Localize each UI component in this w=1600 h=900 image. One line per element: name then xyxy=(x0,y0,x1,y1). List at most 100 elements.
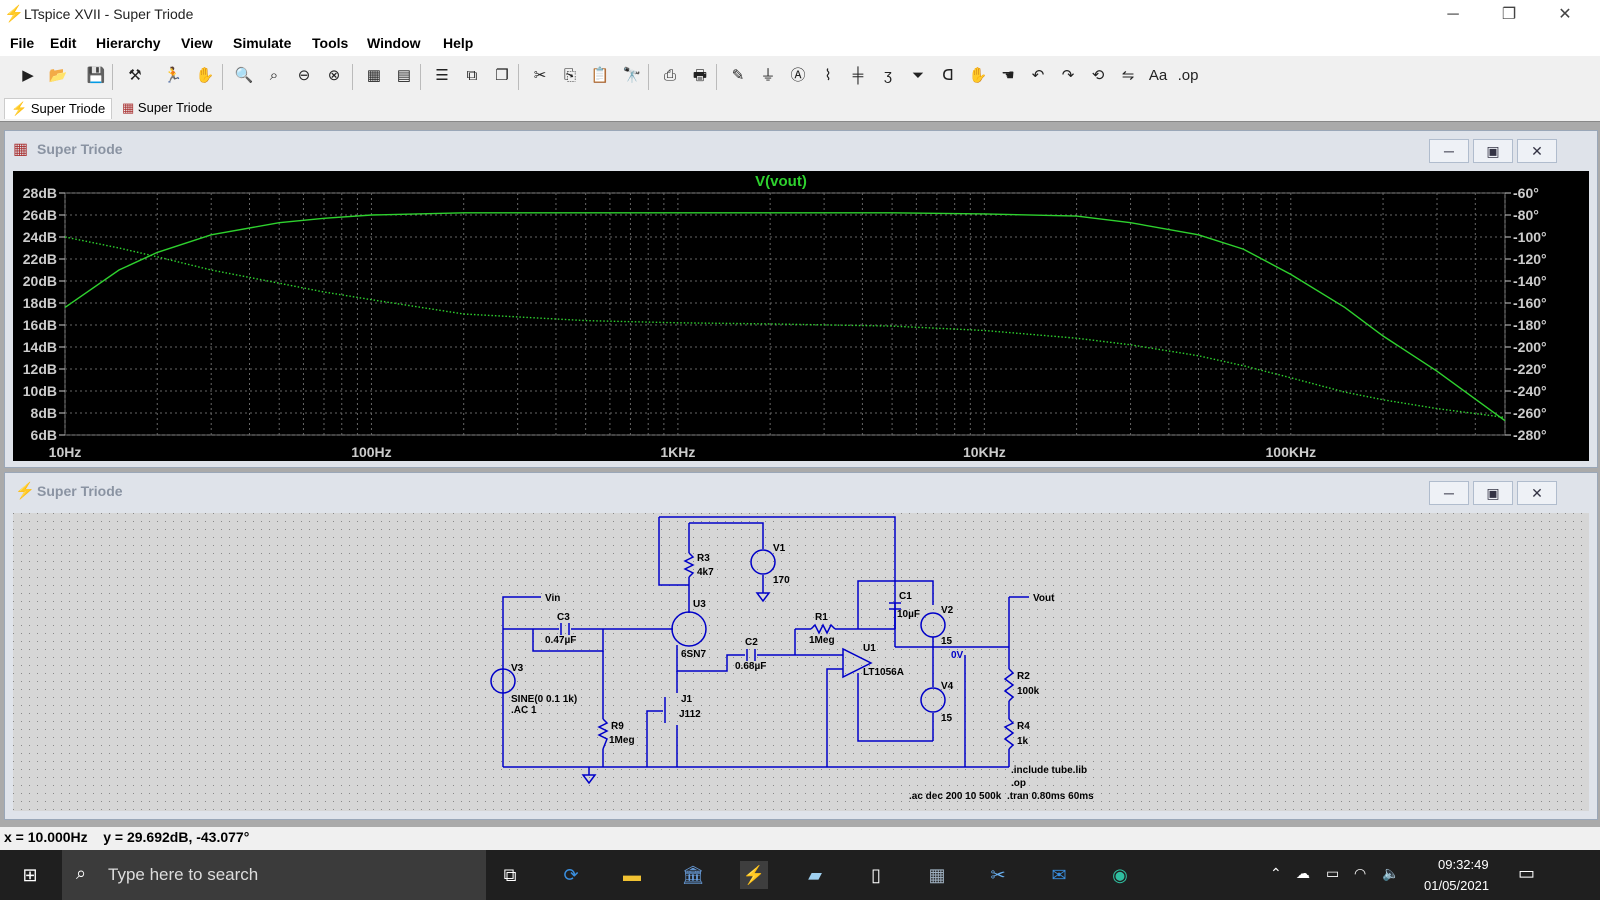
u3-value[interactable]: 6SN7 xyxy=(681,649,706,660)
plot-maximize-button[interactable]: ▣ xyxy=(1473,139,1513,163)
c1-name[interactable]: C1 xyxy=(899,591,912,602)
r1-value[interactable]: 1Meg xyxy=(809,635,835,646)
r9-value[interactable]: 1Meg xyxy=(609,735,635,746)
c1-value[interactable]: 10µF xyxy=(897,609,920,620)
ltspice-icon[interactable]: ⚡ xyxy=(740,861,768,889)
trace-label[interactable]: V(vout) xyxy=(755,173,807,190)
v1-value[interactable]: 170 xyxy=(773,575,790,586)
new-schematic-icon[interactable]: ▶ xyxy=(22,67,34,84)
copy-icon[interactable]: ⎘ xyxy=(563,67,576,84)
zoom-fit-icon[interactable]: ⊗ xyxy=(327,67,341,84)
halt-icon[interactable]: ✋ xyxy=(195,67,215,84)
bank-app-icon[interactable]: 🏛 xyxy=(681,865,705,885)
v3-name[interactable]: V3 xyxy=(511,663,524,674)
spice-directive-include[interactable]: .include tube.lib xyxy=(1011,765,1087,776)
plot-close-button[interactable]: ✕ xyxy=(1517,139,1557,163)
clock-date[interactable]: 01/05/2021 xyxy=(1424,878,1490,893)
menu-hierarchy[interactable]: Hierarchy xyxy=(96,35,161,51)
ground-icon[interactable]: ⏚ xyxy=(760,67,776,84)
rotate-icon[interactable]: ⟲ xyxy=(1091,67,1105,84)
volume-icon[interactable]: 🔈 xyxy=(1382,865,1400,881)
v3-value[interactable]: SINE(0 0.1 1k) xyxy=(511,694,577,705)
paste-icon[interactable]: 📋 xyxy=(590,67,610,84)
chevron-up-icon[interactable]: ⌃ xyxy=(1270,865,1282,881)
r2-name[interactable]: R2 xyxy=(1017,671,1030,682)
wifi-icon[interactable]: ◠ xyxy=(1354,865,1367,881)
schematic-close-button[interactable]: ✕ xyxy=(1517,481,1557,505)
resistor-icon[interactable]: ⌇ xyxy=(824,67,832,84)
component-icon[interactable]: ᗡ xyxy=(942,67,954,84)
j1-value[interactable]: J112 xyxy=(679,709,701,720)
menu-simulate[interactable]: Simulate xyxy=(233,35,292,51)
close-button[interactable]: ✕ xyxy=(1558,6,1572,23)
draw-wire-icon[interactable]: ✎ xyxy=(731,67,745,84)
label-net-icon[interactable]: Ⓐ xyxy=(790,67,806,84)
taskbar-search[interactable]: ⌕ Type here to search xyxy=(62,850,486,900)
print-setup-icon[interactable]: 🖶 xyxy=(692,67,708,84)
maximize-button[interactable]: ❐ xyxy=(1501,6,1517,23)
spice-directive-tran[interactable]: .tran 0.80ms 60ms xyxy=(1007,791,1094,802)
menu-view[interactable]: View xyxy=(181,35,213,51)
r4-value[interactable]: 1k xyxy=(1017,736,1029,747)
save-icon[interactable]: 💾 xyxy=(86,67,106,84)
zoom-in-icon[interactable]: 🔍 xyxy=(234,67,254,84)
text-icon[interactable]: Aa xyxy=(1148,67,1168,84)
snipping-tool-icon[interactable]: ✂ xyxy=(990,865,1006,885)
menu-file[interactable]: File xyxy=(10,35,35,51)
file-explorer-icon[interactable]: ▬ xyxy=(623,865,641,885)
zoom-pan-icon[interactable]: ⌕ xyxy=(269,67,279,84)
grid-icon[interactable]: ▤ xyxy=(396,67,412,84)
r9-name[interactable]: R9 xyxy=(611,721,624,732)
diode-icon[interactable]: ⏷ xyxy=(911,67,924,84)
r2-value[interactable]: 100k xyxy=(1017,686,1040,697)
calculator-icon[interactable]: ▦ xyxy=(928,865,946,885)
schematic-minimize-button[interactable]: ─ xyxy=(1429,481,1469,505)
c3-value[interactable]: 0.47µF xyxy=(545,635,576,646)
v2-value[interactable]: 15 xyxy=(941,636,953,647)
v1-name[interactable]: V1 xyxy=(773,543,786,554)
plot-minimize-button[interactable]: ─ xyxy=(1429,139,1469,163)
find-icon[interactable]: 🔭 xyxy=(622,67,642,84)
schematic-canvas[interactable]: Vin Vout 0V R3 4k7 V1 170 U3 6SN7 C3 0.4… xyxy=(13,513,1589,811)
minimize-button[interactable]: ─ xyxy=(1447,6,1459,23)
tab-plot[interactable]: ▦ Super Triode xyxy=(116,98,218,118)
c2-name[interactable]: C2 xyxy=(745,637,758,648)
u1-name[interactable]: U1 xyxy=(863,643,876,654)
autorange-icon[interactable]: ▦ xyxy=(366,67,382,84)
tile-horizontal-icon[interactable]: ☰ xyxy=(435,67,449,84)
notification-icon[interactable]: ▭ xyxy=(1518,863,1536,883)
cloud-icon[interactable]: ☁ xyxy=(1296,865,1310,881)
vin-label[interactable]: Vin xyxy=(545,593,560,604)
u1-value[interactable]: LT1056A xyxy=(863,667,904,678)
v2-name[interactable]: V2 xyxy=(941,605,954,616)
undo-icon[interactable]: ↶ xyxy=(1031,67,1045,84)
notepad-icon[interactable]: ▰ xyxy=(808,865,822,885)
cascade-icon[interactable]: ❐ xyxy=(495,67,509,84)
r4-name[interactable]: R4 xyxy=(1017,721,1030,732)
inductor-icon[interactable]: ʒ xyxy=(883,67,893,84)
v4-value[interactable]: 15 xyxy=(941,713,953,724)
run-icon[interactable]: 🏃 xyxy=(163,67,183,84)
task-view-icon[interactable]: ⧉ xyxy=(503,865,517,885)
cut-icon[interactable]: ✂ xyxy=(533,67,547,84)
mail-icon[interactable]: ✉ xyxy=(1051,865,1067,885)
spice-directive-icon[interactable]: .op xyxy=(1177,67,1199,84)
redo-icon[interactable]: ↷ xyxy=(1061,67,1075,84)
menu-edit[interactable]: Edit xyxy=(50,35,77,51)
print-icon[interactable]: ⎙ xyxy=(663,67,676,84)
r3-value[interactable]: 4k7 xyxy=(697,567,714,578)
mirror-icon[interactable]: ⇋ xyxy=(1121,67,1135,84)
tile-vertical-icon[interactable]: ⧉ xyxy=(466,67,478,84)
capacitor-icon[interactable]: ╪ xyxy=(852,67,864,84)
edge-icon[interactable]: ◉ xyxy=(1112,865,1128,885)
windows-start-icon[interactable]: ⊞ xyxy=(22,865,38,885)
vout-label[interactable]: Vout xyxy=(1033,593,1055,604)
clock-time[interactable]: 09:32:49 xyxy=(1438,857,1489,872)
tab-schematic[interactable]: ⚡ Super Triode xyxy=(4,98,113,119)
spice-directive-op[interactable]: .op xyxy=(1011,778,1026,789)
v3-ac[interactable]: .AC 1 xyxy=(511,705,537,716)
u3-name[interactable]: U3 xyxy=(693,599,706,610)
menu-tools[interactable]: Tools xyxy=(312,35,349,51)
move-icon[interactable]: ✋ xyxy=(968,67,988,84)
